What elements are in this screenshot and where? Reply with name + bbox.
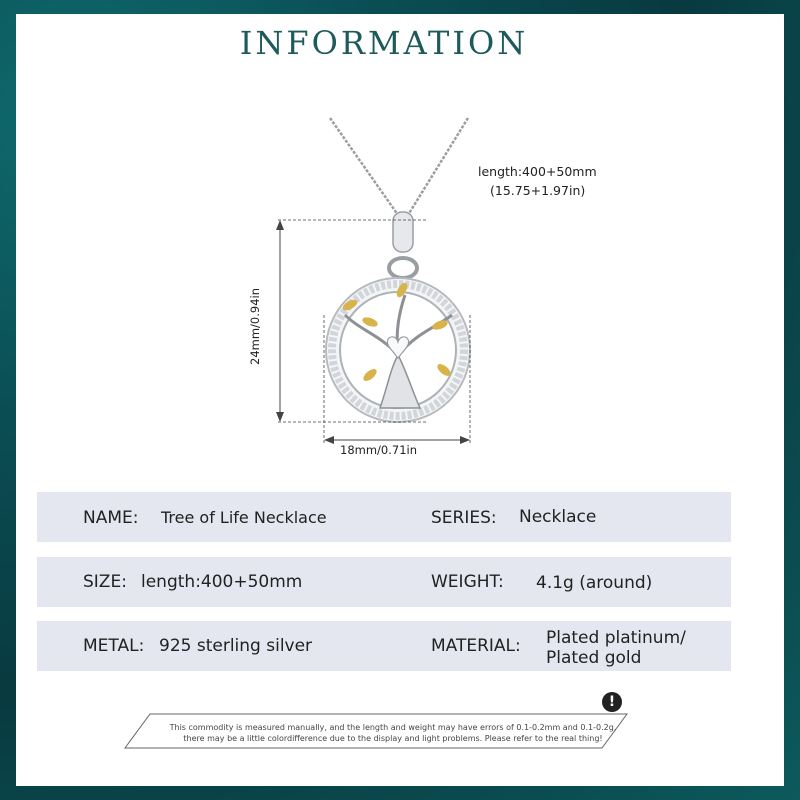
metal-value: 925 sterling silver [159, 636, 313, 656]
spec-row-metal [37, 621, 731, 671]
weight-label: WEIGHT: [431, 572, 504, 592]
notice-line-1: This commodity is measured manually, and… [169, 723, 617, 732]
page-title: INFORMATION [239, 24, 529, 62]
chain-length-in: (15.75+1.97in) [490, 183, 586, 198]
metal-label: METAL: [83, 636, 145, 656]
spec-row-size [37, 557, 731, 607]
material-value-line1: Plated platinum/ [546, 628, 686, 648]
size-label: SIZE: [83, 572, 127, 592]
notice-box [124, 713, 628, 749]
chain-length-mm: length:400+50mm [478, 164, 597, 179]
series-value: Necklace [519, 507, 597, 527]
name-label: NAME: [83, 508, 139, 528]
width-dimension-label: 18mm/0.71in [340, 443, 418, 457]
series-label: SERIES: [431, 508, 497, 528]
size-value: length:400+50mm [141, 572, 303, 592]
exclamation-icon: ! [602, 692, 622, 712]
spec-row-name [37, 492, 731, 542]
height-dimension-label: 24mm/0.94in [248, 287, 262, 365]
material-value-line2: Plated gold [546, 648, 642, 668]
necklace-image [276, 117, 471, 445]
notice-line-2: there may be a little colordifference du… [183, 734, 603, 743]
material-label: MATERIAL: [431, 636, 521, 656]
chain-length-label: length:400+50mm (15.75+1.97in) [478, 162, 597, 200]
weight-value: 4.1g (around) [536, 573, 653, 593]
notice-text: This commodity is measured manually, and… [158, 722, 628, 744]
name-value: Tree of Life Necklace [161, 508, 327, 527]
